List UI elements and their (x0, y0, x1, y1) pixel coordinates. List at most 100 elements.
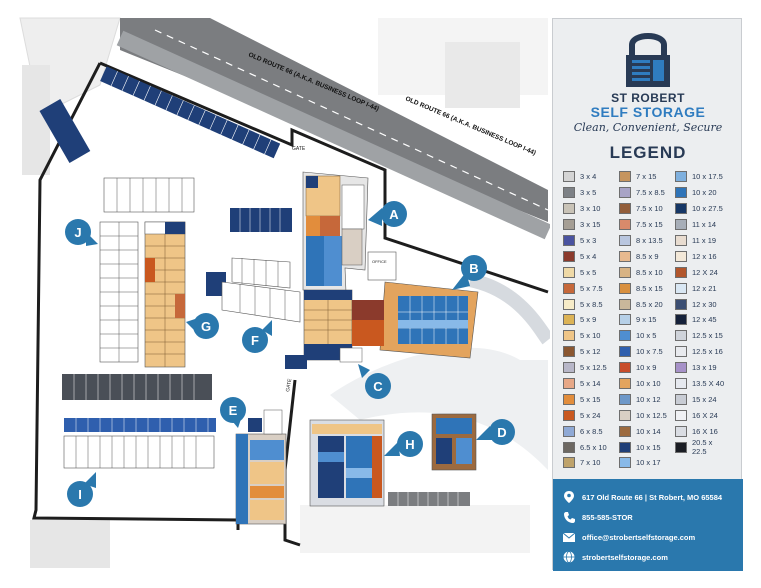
legend-swatch (675, 282, 687, 294)
legend-swatch (619, 203, 631, 215)
legend-label: 5 x 3 (580, 236, 597, 245)
section-marker-d[interactable]: D (476, 419, 515, 445)
legend-item: 10 x 7.5 (619, 344, 672, 360)
contact-box: 617 Old Route 66 | St Robert, MO 65584 8… (553, 479, 743, 571)
legend-item: 5 x 14 (563, 376, 616, 392)
section-marker-i[interactable]: I (67, 472, 96, 507)
legend-label: 10 x 17 (636, 458, 661, 468)
legend-item: 15 x 24 (675, 391, 728, 407)
section-f-units (206, 257, 301, 323)
legend-swatch (563, 425, 575, 437)
legend-swatch (675, 250, 687, 262)
legend-swatch (563, 203, 575, 215)
legend-swatch (563, 378, 575, 390)
legend-item: 12 x 45 (675, 312, 728, 328)
legend-label: 10 x 12 (636, 394, 661, 404)
legend-item: 8.5 x 20 (619, 296, 672, 312)
legend-swatch (619, 441, 631, 453)
legend-item: 8.5 x 9 (619, 248, 672, 264)
legend-label: 12 x 16 (692, 251, 717, 261)
legend-item: 7.5 x 8.5 (619, 185, 672, 201)
legend-swatch (619, 282, 631, 294)
legend-item: 12 x 16 (675, 248, 728, 264)
legend-label: 10 x 9 (636, 363, 657, 373)
legend-label: 8.5 x 20 (636, 299, 663, 309)
legend-swatch (675, 298, 687, 310)
legend-label: 12 x 21 (692, 283, 717, 293)
email-text[interactable]: office@strobertselfstorage.com (582, 532, 696, 542)
legend-label: 5 x 8.5 (580, 299, 603, 309)
email-icon (563, 531, 575, 543)
phone-text[interactable]: 855-585-STOR (582, 512, 633, 522)
legend-swatch (563, 441, 575, 453)
office-building: OFFICE (367, 251, 397, 281)
section-marker-e[interactable]: E (220, 397, 246, 428)
legend-item: 5 x 4 (563, 248, 616, 264)
legend-title: LEGEND (609, 143, 687, 162)
legend-swatch (619, 362, 631, 374)
legend-item: 8.5 x 15 (619, 280, 672, 296)
phone-row[interactable]: 855-585-STOR (563, 507, 743, 527)
section-marker-f[interactable]: F (242, 320, 272, 353)
section-h-units (309, 419, 470, 507)
email-row[interactable]: office@strobertselfstorage.com (563, 527, 743, 547)
address-text: 617 Old Route 66 | St Robert, MO 65584 (582, 492, 723, 502)
legend-swatch (563, 298, 575, 310)
legend-item: 8 x 13.5 (619, 233, 672, 249)
legend-swatch (675, 425, 687, 437)
legend-item: 5 x 10 (563, 328, 616, 344)
legend-label: 5 x 7.5 (580, 283, 603, 293)
legend-swatch (619, 393, 631, 405)
legend-item: 5 x 8.5 (563, 296, 616, 312)
section-label-d: D (497, 425, 506, 440)
legend-label: 5 x 24 (580, 410, 601, 420)
legend-item: 7 x 15 (619, 169, 672, 185)
gate-label-2: GATE (285, 378, 293, 393)
legend-swatch (619, 298, 631, 310)
legend-label: 5 x 15 (580, 394, 601, 404)
legend-panel: ST ROBERT SELF STORAGE Clean, Convenient… (552, 18, 743, 571)
section-label-b: B (469, 261, 478, 276)
legend-item: 10 x 17.5 (675, 169, 728, 185)
website-text[interactable]: strobertselfstorage.com (582, 552, 668, 562)
section-marker-c[interactable]: C (358, 364, 391, 399)
legend-item: 12 X 24 (675, 264, 728, 280)
section-a-units (302, 171, 369, 293)
section-marker-a[interactable]: A (368, 201, 407, 227)
phone-icon (563, 511, 575, 523)
legend-swatch (675, 314, 687, 326)
section-label-g: G (201, 319, 211, 334)
section-marker-b[interactable]: B (452, 255, 487, 290)
legend-swatch (563, 314, 575, 326)
section-g-row (62, 374, 212, 400)
section-marker-g[interactable]: G (186, 313, 219, 339)
legend-swatch (619, 266, 631, 278)
legend-swatch (619, 330, 631, 342)
legend-item: 3 x 10 (563, 201, 616, 217)
brand-line-1: ST ROBERT (611, 91, 685, 105)
legend-label: 8.5 x 10 (636, 267, 663, 277)
legend-label: 12 x 30 (692, 299, 717, 309)
legend-item: 12.5 x 15 (675, 328, 728, 344)
legend-label: 8.5 x 15 (636, 283, 663, 293)
brand-line-2: SELF STORAGE (590, 104, 706, 120)
legend-item: 10 x 10 (619, 376, 672, 392)
website-row[interactable]: strobertselfstorage.com (563, 547, 743, 567)
legend-item: 16 X 24 (675, 407, 728, 423)
section-marker-j[interactable]: J (65, 219, 98, 246)
legend-swatch (563, 187, 575, 199)
legend-label: 7.5 x 15 (636, 220, 663, 230)
legend-swatch (619, 314, 631, 326)
legend-swatch (563, 282, 575, 294)
legend-label: 10 x 20 (692, 188, 717, 198)
section-marker-h[interactable]: H (384, 431, 423, 457)
legend-item: 5 x 5 (563, 264, 616, 280)
legend-swatch (563, 250, 575, 262)
legend-swatch (619, 235, 631, 246)
legend-label: 10 x 17.5 (692, 172, 723, 182)
legend-item: 5 x 12 (563, 344, 616, 360)
globe-icon (563, 551, 575, 563)
legend-swatch (563, 235, 575, 246)
legend-label: 9 x 15 (636, 315, 657, 325)
